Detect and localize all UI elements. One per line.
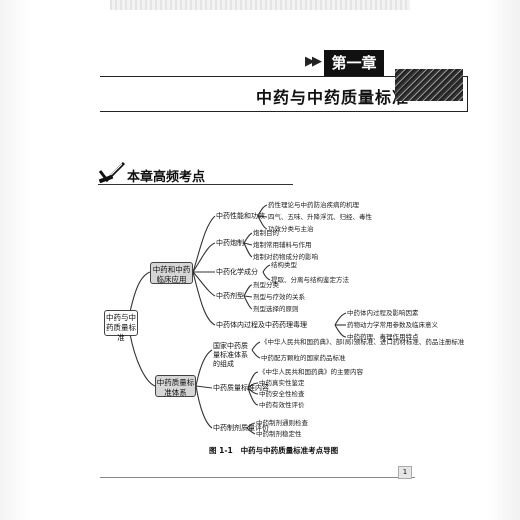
leaf-item: 中药真实性鉴定 [259,379,305,387]
chapter-title: 中药与中药质量标准 [256,88,410,107]
mindmap-branch-clinical: 中药和中药临床应用 [150,262,193,284]
leaf-item: 《中华人民共和国药典》、部(局)颁标准、进口药材标准、药品注册标准 [261,338,465,346]
subtopic-dosage-forms: 中药剂型 [216,292,244,300]
leaf-item: 功效分类与主治 [268,225,314,233]
pencil-check-icon [98,161,126,183]
leaf-item: 剂型选择的原则 [253,305,299,313]
figure-number: 图 1-1 [209,446,233,455]
leaf-item: 结构类型 [271,261,297,269]
leaf-item: 炮制目的 [253,229,279,237]
leaf-item: 炮制常用辅料与作用 [253,241,312,249]
subtopic-chemistry: 中药化学成分 [216,268,258,276]
leaf-item: 炮制对药物成分的影响 [253,253,318,261]
page-number: 1 [398,466,412,479]
leaf-item: 剂型分类 [253,281,279,289]
section-underline [98,184,293,185]
subtopic-properties: 中药性能和功效 [216,212,265,220]
subtopic-pharmacology: 中药体内过程及中药药理毒理 [216,321,307,329]
leaf-item: 中药制剂通则检查 [256,419,308,427]
subtopic-preparation-evaluation: 中药制剂质量评价 [213,424,269,432]
leaf-item: 药物动力学常用参数及临床意义 [347,321,438,329]
section-title: 本章高频考点 [127,170,206,185]
leaf-item: 提取、分离与结构鉴定方法 [271,276,349,284]
leaf-item: 中药药理、毒理作用特点 [347,333,419,341]
leaf-item: 《中华人民共和国药典》的主要内容 [259,368,363,376]
leaf-item: 中药体内过程及影响因素 [347,309,419,317]
footer-rule [100,477,415,478]
scan-top-strip [110,0,410,10]
chapter-arrow-icon: ▶▶ [305,54,322,69]
leaf-item: 中药有效性评价 [259,401,305,409]
figure-caption: 图 1-1 中药与中药质量标准考点导图 [209,445,338,456]
leaf-item: 中药配方颗粒的国家药品标准 [261,354,346,362]
chapter-decoration [395,69,463,101]
mindmap-root-node: 中药与中药质量标准 [104,310,138,342]
leaf-item: 药性理论与中药防治疾病的机理 [268,201,359,209]
subtopic-standard-system: 国家中药质量标准体系的组成 [213,342,248,368]
mindmap-branch-quality: 中药质量标准体系 [155,375,196,397]
subtopic-processing: 中药炮制 [216,239,244,247]
leaf-item: 中药安全性检查 [259,390,305,398]
subtopic-standard-content: 中药质量标准内容 [213,384,269,392]
leaf-item: 四气、五味、升降浮沉、归经、毒性 [268,213,372,221]
figure-caption-text: 中药与中药质量标准考点导图 [240,446,339,455]
chapter-number-tab: 第一章 [324,50,384,76]
leaf-item: 中药制剂稳定性 [256,430,302,438]
leaf-item: 剂型与疗效的关系 [253,293,305,301]
